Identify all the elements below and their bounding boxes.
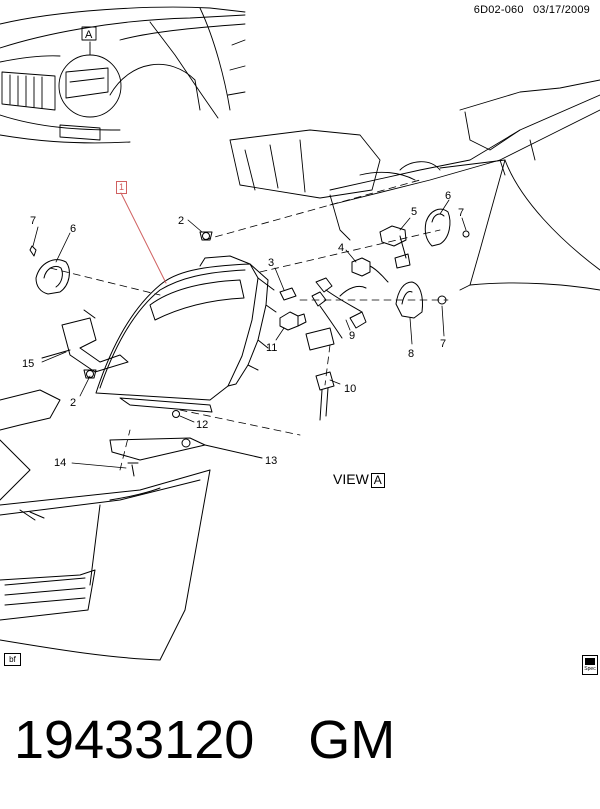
callout-4: 4 [338, 242, 344, 254]
ring-6-left-drawing [29, 245, 70, 295]
diagram-date: 03/17/2009 [532, 4, 590, 16]
callout-5: 5 [411, 206, 417, 218]
callout-6-left: 6 [70, 223, 76, 235]
view-letter: A [370, 473, 385, 488]
spec-icon[interactable]: Spec [582, 655, 598, 675]
callout-8: 8 [408, 348, 414, 360]
callout-11: 11 [266, 342, 277, 354]
front-fascia-drawing [0, 389, 211, 661]
diagram-code: 6D02-060 [473, 4, 524, 16]
callout-6-right: 6 [445, 190, 451, 202]
bulb-11-drawing [279, 311, 307, 331]
callout-10: 10 [344, 383, 356, 395]
callout-3: 3 [268, 257, 274, 269]
bf-tag: bf [4, 653, 21, 666]
bulb-5-drawing [379, 225, 411, 269]
brand-name: GM [308, 710, 396, 770]
callout-7-left: 7 [30, 215, 36, 227]
bracket-13-drawing [109, 437, 263, 461]
callout-7-right-bottom: 7 [440, 338, 446, 350]
callout-13: 13 [265, 455, 277, 467]
headlamp-assembly-drawing [95, 255, 277, 413]
view-prefix: VIEW [333, 471, 369, 487]
callout-14: 14 [54, 457, 66, 469]
detail-marker: A [85, 29, 93, 41]
body-structure-drawing [229, 79, 600, 291]
part-1-highlight-box[interactable]: 1 [116, 181, 127, 194]
harness-9-drawing [305, 277, 367, 351]
callout-2-bottom: 2 [70, 397, 76, 409]
ring-6-right-drawing [424, 208, 470, 247]
callout-15: 15 [22, 358, 34, 370]
bracket-15-drawing [41, 309, 129, 373]
callout-2-top: 2 [178, 215, 184, 227]
spec-icon-label: Spec [584, 666, 596, 672]
callout-12: 12 [196, 419, 208, 431]
callout-7-right-top: 7 [458, 207, 464, 219]
part-number: 19433120 [14, 710, 255, 770]
footer-caption: 19433120 GM [14, 700, 594, 780]
exploded-parts-diagram: 7 6 2 4 5 6 7 3 9 11 15 2 12 8 7 10 14 1… [0, 6, 600, 661]
socket-4-drawing [351, 257, 389, 283]
vehicle-inset-drawing [0, 6, 246, 144]
bulb-3-drawing [279, 287, 297, 301]
ring-8-drawing [395, 281, 447, 319]
spec-icon-screen [585, 658, 595, 665]
sensor-10-drawing [315, 371, 335, 421]
diagram-header: 6D02-060 03/17/2009 [474, 4, 590, 16]
callout-9: 9 [349, 330, 355, 342]
